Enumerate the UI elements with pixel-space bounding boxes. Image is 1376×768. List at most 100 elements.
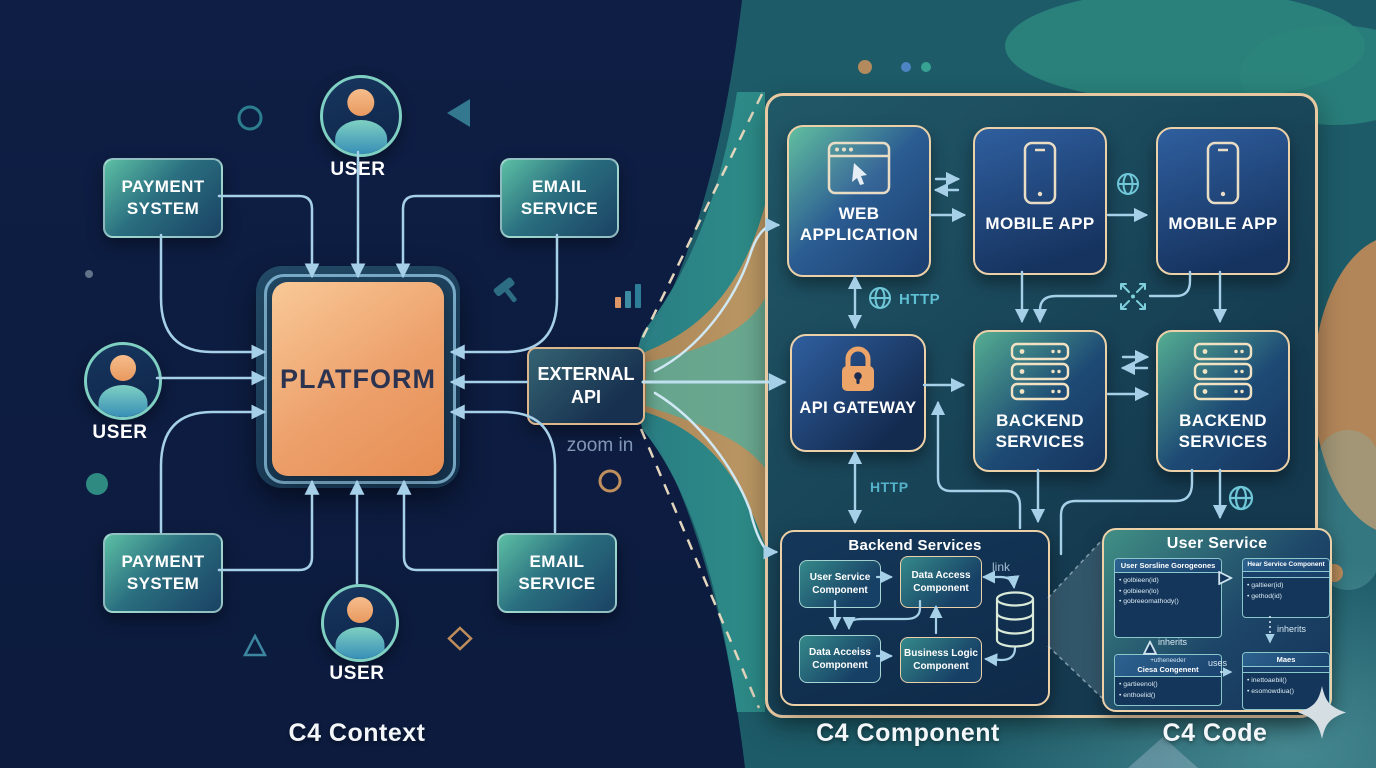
backend-services-left-label: BACKEND SERVICES <box>995 411 1085 452</box>
platform-label: PLATFORM <box>280 363 436 394</box>
avatar-head <box>347 88 375 116</box>
user-bottom-label: USER <box>329 663 385 684</box>
business-logic-component-box: Business Logic Component <box>900 637 982 683</box>
payment-system-bottom-box: PAYMENT SYSTEM <box>103 533 223 613</box>
caption-c4-component: C4 Component <box>816 719 1000 747</box>
uml-class-user-sorsline: User Sorsline Gorogeones • golbieen(id) … <box>1114 558 1222 638</box>
user-service-component-box: User Service Component <box>799 560 881 608</box>
lock-icon <box>842 346 874 391</box>
decor-teal-dot-top <box>921 62 931 72</box>
backend-detail-title: Backend Services <box>848 537 982 554</box>
uml-class-name: Maes <box>1243 653 1329 668</box>
email-service-top-box: EMAIL SERVICE <box>500 158 619 238</box>
uml-method: • gethod(id) <box>1247 592 1282 600</box>
uml-methods: • gartieenol() • enthoelid() <box>1115 677 1221 704</box>
zoom-dashed-line-top <box>639 93 764 342</box>
avatar-torso <box>98 384 148 417</box>
uml-methods: • inettoaebil() • esomowdiua() <box>1243 673 1329 700</box>
mobile-app-right-box: MOBILE APP <box>1156 127 1290 275</box>
uml-methods: • galtieer(id) • gethod(id) <box>1243 578 1329 605</box>
uml-methods: • golbieen(id) • golbieen(lo) • gobreeom… <box>1115 573 1221 611</box>
decor-blue-dot-top <box>901 62 911 72</box>
server-stack-icon <box>1193 342 1253 401</box>
funnel-flow-lines <box>641 217 787 560</box>
payment-system-top-label: PAYMENT SYSTEM <box>121 176 205 218</box>
right-orange-blob <box>1313 240 1376 530</box>
uml-method: • enthoelid() <box>1119 691 1156 699</box>
avatar-head <box>347 597 373 623</box>
zoom-in-hint: zoom in <box>566 435 634 456</box>
payment-system-top-box: PAYMENT SYSTEM <box>103 158 223 238</box>
avatar-head <box>110 355 136 381</box>
decor-triangle-outline <box>242 633 268 657</box>
uml-method: • golbieen(lo) <box>1119 587 1159 595</box>
caption-c4-context: C4 Context <box>288 719 426 747</box>
mobile-app-left-label: MOBILE APP <box>985 214 1095 233</box>
email-service-bottom-box: EMAIL SERVICE <box>497 533 617 613</box>
mobile-phone-icon <box>1023 141 1057 205</box>
user-service-title: User Service <box>1166 535 1268 552</box>
mobile-phone-icon <box>1206 141 1240 205</box>
funnel-tan-wedge <box>639 205 765 545</box>
external-api-label: EXTERNAL API <box>537 363 635 407</box>
backend-services-right-label: BACKEND SERVICES <box>1178 411 1268 452</box>
uml-method: • inettoaebil() <box>1247 677 1287 685</box>
uml-method: • gobreeomathody() <box>1119 598 1179 606</box>
external-api-box: EXTERNAL API <box>527 347 645 425</box>
link-label: link <box>992 560 1011 574</box>
uml-class-name: Ciesa Congenent <box>1137 664 1199 674</box>
uml-method: • esomowdiua() <box>1247 687 1294 695</box>
decor-circle-outline-mid <box>598 469 622 493</box>
data-acceiss-component-box: Data Acceiss Component <box>799 635 881 683</box>
uml-method: • galtieer(id) <box>1247 582 1284 590</box>
uml-class-ciesa-congenent: +utheneeder Ciesa Congenent • gartieenol… <box>1114 654 1222 706</box>
uml-method: • golbieen(id) <box>1119 577 1159 585</box>
avatar-torso <box>335 119 387 154</box>
user-bottom-avatar <box>321 584 399 662</box>
uml-class-name: User Sorsline Gorogeones <box>1115 559 1221 574</box>
payment-system-bottom-label: PAYMENT SYSTEM <box>121 551 205 593</box>
email-service-top-label: EMAIL SERVICE <box>520 176 599 218</box>
api-gateway-box: API GATEWAY <box>790 334 926 452</box>
decor-tan-dot-top <box>858 60 872 74</box>
email-service-bottom-label: EMAIL SERVICE <box>518 551 596 593</box>
decor-diamond-outline <box>447 626 473 651</box>
uses-label: uses <box>1208 658 1228 668</box>
server-stack-icon <box>1010 342 1070 401</box>
user-left-avatar <box>84 342 162 420</box>
funnel-inner-teal <box>646 298 765 468</box>
funnel-teal-shape <box>634 92 765 712</box>
bar-chart-icon <box>615 284 641 308</box>
http-label-bottom: HTTP <box>870 479 909 495</box>
uml-class-hear-service: Hear Service Component • galtieer(id) • … <box>1242 558 1330 618</box>
decor-triangle-left-icon <box>447 99 470 127</box>
user-service-code-panel: User Service User Sorsline Gorogeones • … <box>1102 528 1332 712</box>
backend-services-detail-panel: Backend Services User Service Component … <box>780 530 1050 706</box>
web-application-label: WEB APPLICATION <box>799 204 919 245</box>
avatar-torso <box>335 626 385 659</box>
inherits-right-label: inherits <box>1277 624 1307 634</box>
inherits-left-label: inherits <box>1158 637 1188 647</box>
uml-class-header: +utheneeder Ciesa Congenent <box>1115 655 1221 678</box>
user-top-label: USER <box>330 159 386 180</box>
user-left-label: USER <box>92 422 148 443</box>
hammer-icon <box>493 277 517 303</box>
platform-box: PLATFORM <box>272 282 444 476</box>
browser-icon <box>827 141 891 195</box>
top-teal-blob <box>1005 0 1365 102</box>
mobile-app-right-label: MOBILE APP <box>1168 214 1278 233</box>
uml-class-name: Hear Service Component <box>1243 559 1329 573</box>
uml-stereotype: +utheneeder <box>1150 657 1186 664</box>
decor-teal-dot <box>86 473 108 495</box>
decor-dot-small <box>85 270 93 278</box>
zoom-dashed-line-bottom <box>639 428 761 709</box>
decor-circle-outline-top <box>237 105 263 131</box>
mobile-app-left-box: MOBILE APP <box>973 127 1107 275</box>
api-gateway-label: API GATEWAY <box>799 399 917 417</box>
uml-method: • gartieenol() <box>1119 681 1158 689</box>
backend-services-right-box: BACKEND SERVICES <box>1156 330 1290 472</box>
caption-c4-code: C4 Code <box>1162 719 1268 747</box>
backend-services-left-box: BACKEND SERVICES <box>973 330 1107 472</box>
http-label-top: HTTP <box>899 291 941 308</box>
web-application-box: WEB APPLICATION <box>787 125 931 277</box>
